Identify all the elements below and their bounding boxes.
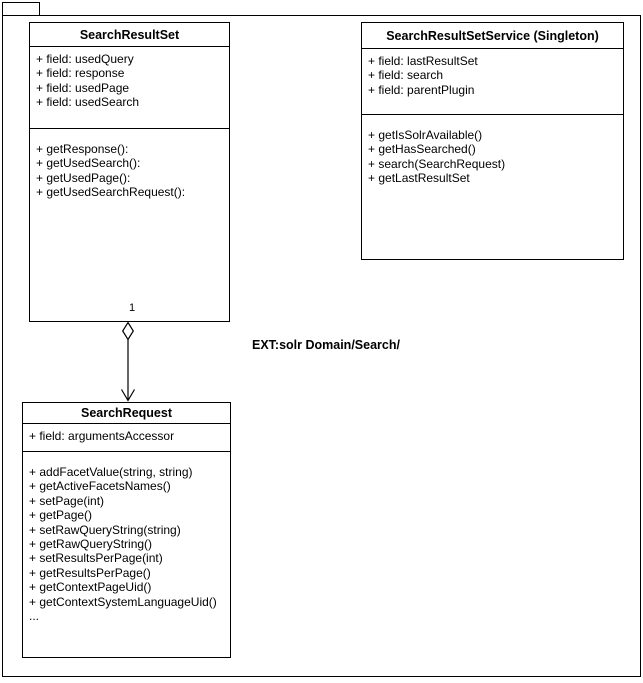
member-line: + getUsedPage(): xyxy=(36,170,131,185)
member-line: + getUsedSearchRequest(): xyxy=(36,185,186,200)
member-line: + getResponse(): xyxy=(36,142,129,156)
diagram-caption: EXT:solr Domain/Search/ xyxy=(252,338,400,352)
class-title-searchrequest: SearchRequest xyxy=(23,403,230,424)
aggregation-diamond-icon xyxy=(121,321,135,341)
member-line: + field: usedQuery xyxy=(36,52,134,66)
member-line: + getUsedSearch(): xyxy=(36,156,141,171)
member-line: + field: usedPage xyxy=(36,80,130,95)
member-line: + field: lastResultSet xyxy=(368,54,478,68)
open-arrowhead-icon xyxy=(120,389,136,402)
package-frame-tab xyxy=(2,2,40,15)
member-line: + setRawQueryString(string) xyxy=(29,522,181,537)
member-line: + field: argumentsAccessor xyxy=(29,429,175,443)
member-line: + getActiveFacetsNames() xyxy=(29,479,171,494)
member-line: + getIsSolrAvailable() xyxy=(368,128,483,142)
member-line: + field: usedSearch xyxy=(36,95,140,110)
member-line: + getPage() xyxy=(29,508,93,523)
class-title-searchresultsetservice: SearchResultSetService (Singleton) xyxy=(362,23,623,49)
member-line: + getLastResultSet xyxy=(368,171,470,186)
member-line: + search(SearchRequest) xyxy=(368,156,506,171)
class-methods-searchrequest: + addFacetValue(string, string)+ getActi… xyxy=(23,452,230,657)
class-box-searchresultset: SearchResultSet + field: usedQuery+ fiel… xyxy=(29,22,230,322)
member-line: + field: response xyxy=(36,66,125,81)
class-title-searchresultset: SearchResultSet xyxy=(30,23,229,47)
class-box-searchresultsetservice: SearchResultSetService (Singleton) + fie… xyxy=(361,22,624,260)
member-line: ... xyxy=(29,609,40,624)
member-line: + getRawQueryString() xyxy=(29,537,153,552)
member-line: + setPage(int) xyxy=(29,493,105,508)
class-fields-searchresultsetservice: + field: lastResultSet+ field: search+ f… xyxy=(362,49,623,115)
member-line: + getContextSystemLanguageUid() xyxy=(29,594,217,609)
member-line: + getContextPageUid() xyxy=(29,580,152,595)
class-box-searchrequest: SearchRequest + field: argumentsAccessor… xyxy=(22,402,231,658)
member-line: + setResultsPerPage(int) xyxy=(29,551,163,566)
class-fields-searchrequest: + field: argumentsAccessor xyxy=(23,424,230,452)
class-methods-searchresultset: + getResponse():+ getUsedSearch():+ getU… xyxy=(30,129,229,321)
multiplicity-label: 1 xyxy=(129,302,136,314)
class-methods-searchresultsetservice: + getIsSolrAvailable()+ getHasSearched()… xyxy=(362,115,623,259)
member-line: + field: search xyxy=(368,68,444,83)
member-line: + getResultsPerPage() xyxy=(29,565,151,580)
class-fields-searchresultset: + field: usedQuery+ field: response+ fie… xyxy=(30,47,229,129)
member-line: + field: parentPlugin xyxy=(368,82,475,97)
member-line: + getHasSearched() xyxy=(368,142,476,157)
aggregation-arrow xyxy=(120,321,136,402)
member-line: + addFacetValue(string, string) xyxy=(29,465,193,479)
